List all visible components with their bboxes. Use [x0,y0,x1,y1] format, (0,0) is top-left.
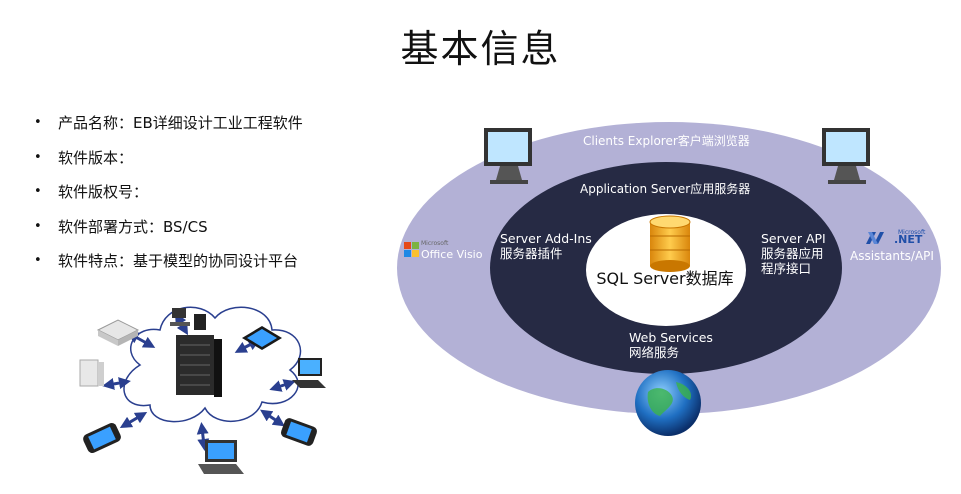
bullet-item: •软件特点：基于模型的协同设计平台 [34,252,299,270]
smartphone-icon [83,422,121,454]
bullet-list: •产品名称：EB详细设计工业工程软件 •软件版本： •软件版权号： •软件部署方… [34,110,394,283]
monitor-icon [484,128,532,184]
office-visio-text: Office Visio [421,248,483,261]
desktop-tower-icon [170,308,206,330]
dotnet-text: .NET [894,233,923,246]
monitor-icon [822,128,870,184]
office-visio-small-text: Microsoft [421,240,449,247]
globe-icon [635,370,701,436]
database-icon [649,215,691,272]
bullet-item: •产品名称：EB详细设计工业工程软件 [34,114,303,132]
laptop-icon [198,440,244,474]
router-device-icon [96,319,140,346]
server-api-label: Server API 服务器应用 程序接口 [761,231,826,276]
bullet-text: 产品名称：EB详细设计工业工程软件 [58,114,303,132]
bullet-item: •软件版权号： [34,183,149,201]
bullet-text: 软件版本： [58,148,134,167]
bullet-item: •软件版本： [34,148,134,167]
dotnet-logo-icon [866,232,884,244]
server-addins-label: Server Add-Ins 服务器插件 [500,231,592,261]
bullet-text: 软件特点：基于模型的协同设计平台 [58,252,299,270]
slide-title: 基本信息 [400,27,561,71]
laptop-computer-icon [292,358,326,388]
sql-server-label: SQL Server数据库 [596,269,734,288]
smartphone-icon [281,418,317,446]
clients-explorer-label: Clients Explorer客户端浏览器 [583,134,750,148]
bullet-text: 软件版权号： [58,183,149,201]
dotnet-small-text: Microsoft [898,229,926,236]
web-services-label: Web Services 网络服务 [629,330,713,360]
office-visio-logo-icon [404,242,419,257]
bullet-item: •软件部署方式：BS/CS [34,217,208,236]
server-rack-icon [176,335,222,397]
network-device-icon [79,359,104,387]
bullet-text: 软件部署方式：BS/CS [58,217,208,236]
application-server-label: Application Server应用服务器 [580,182,751,196]
assistants-api-label: Assistants/API [850,249,934,263]
tablet-icon [242,326,282,350]
